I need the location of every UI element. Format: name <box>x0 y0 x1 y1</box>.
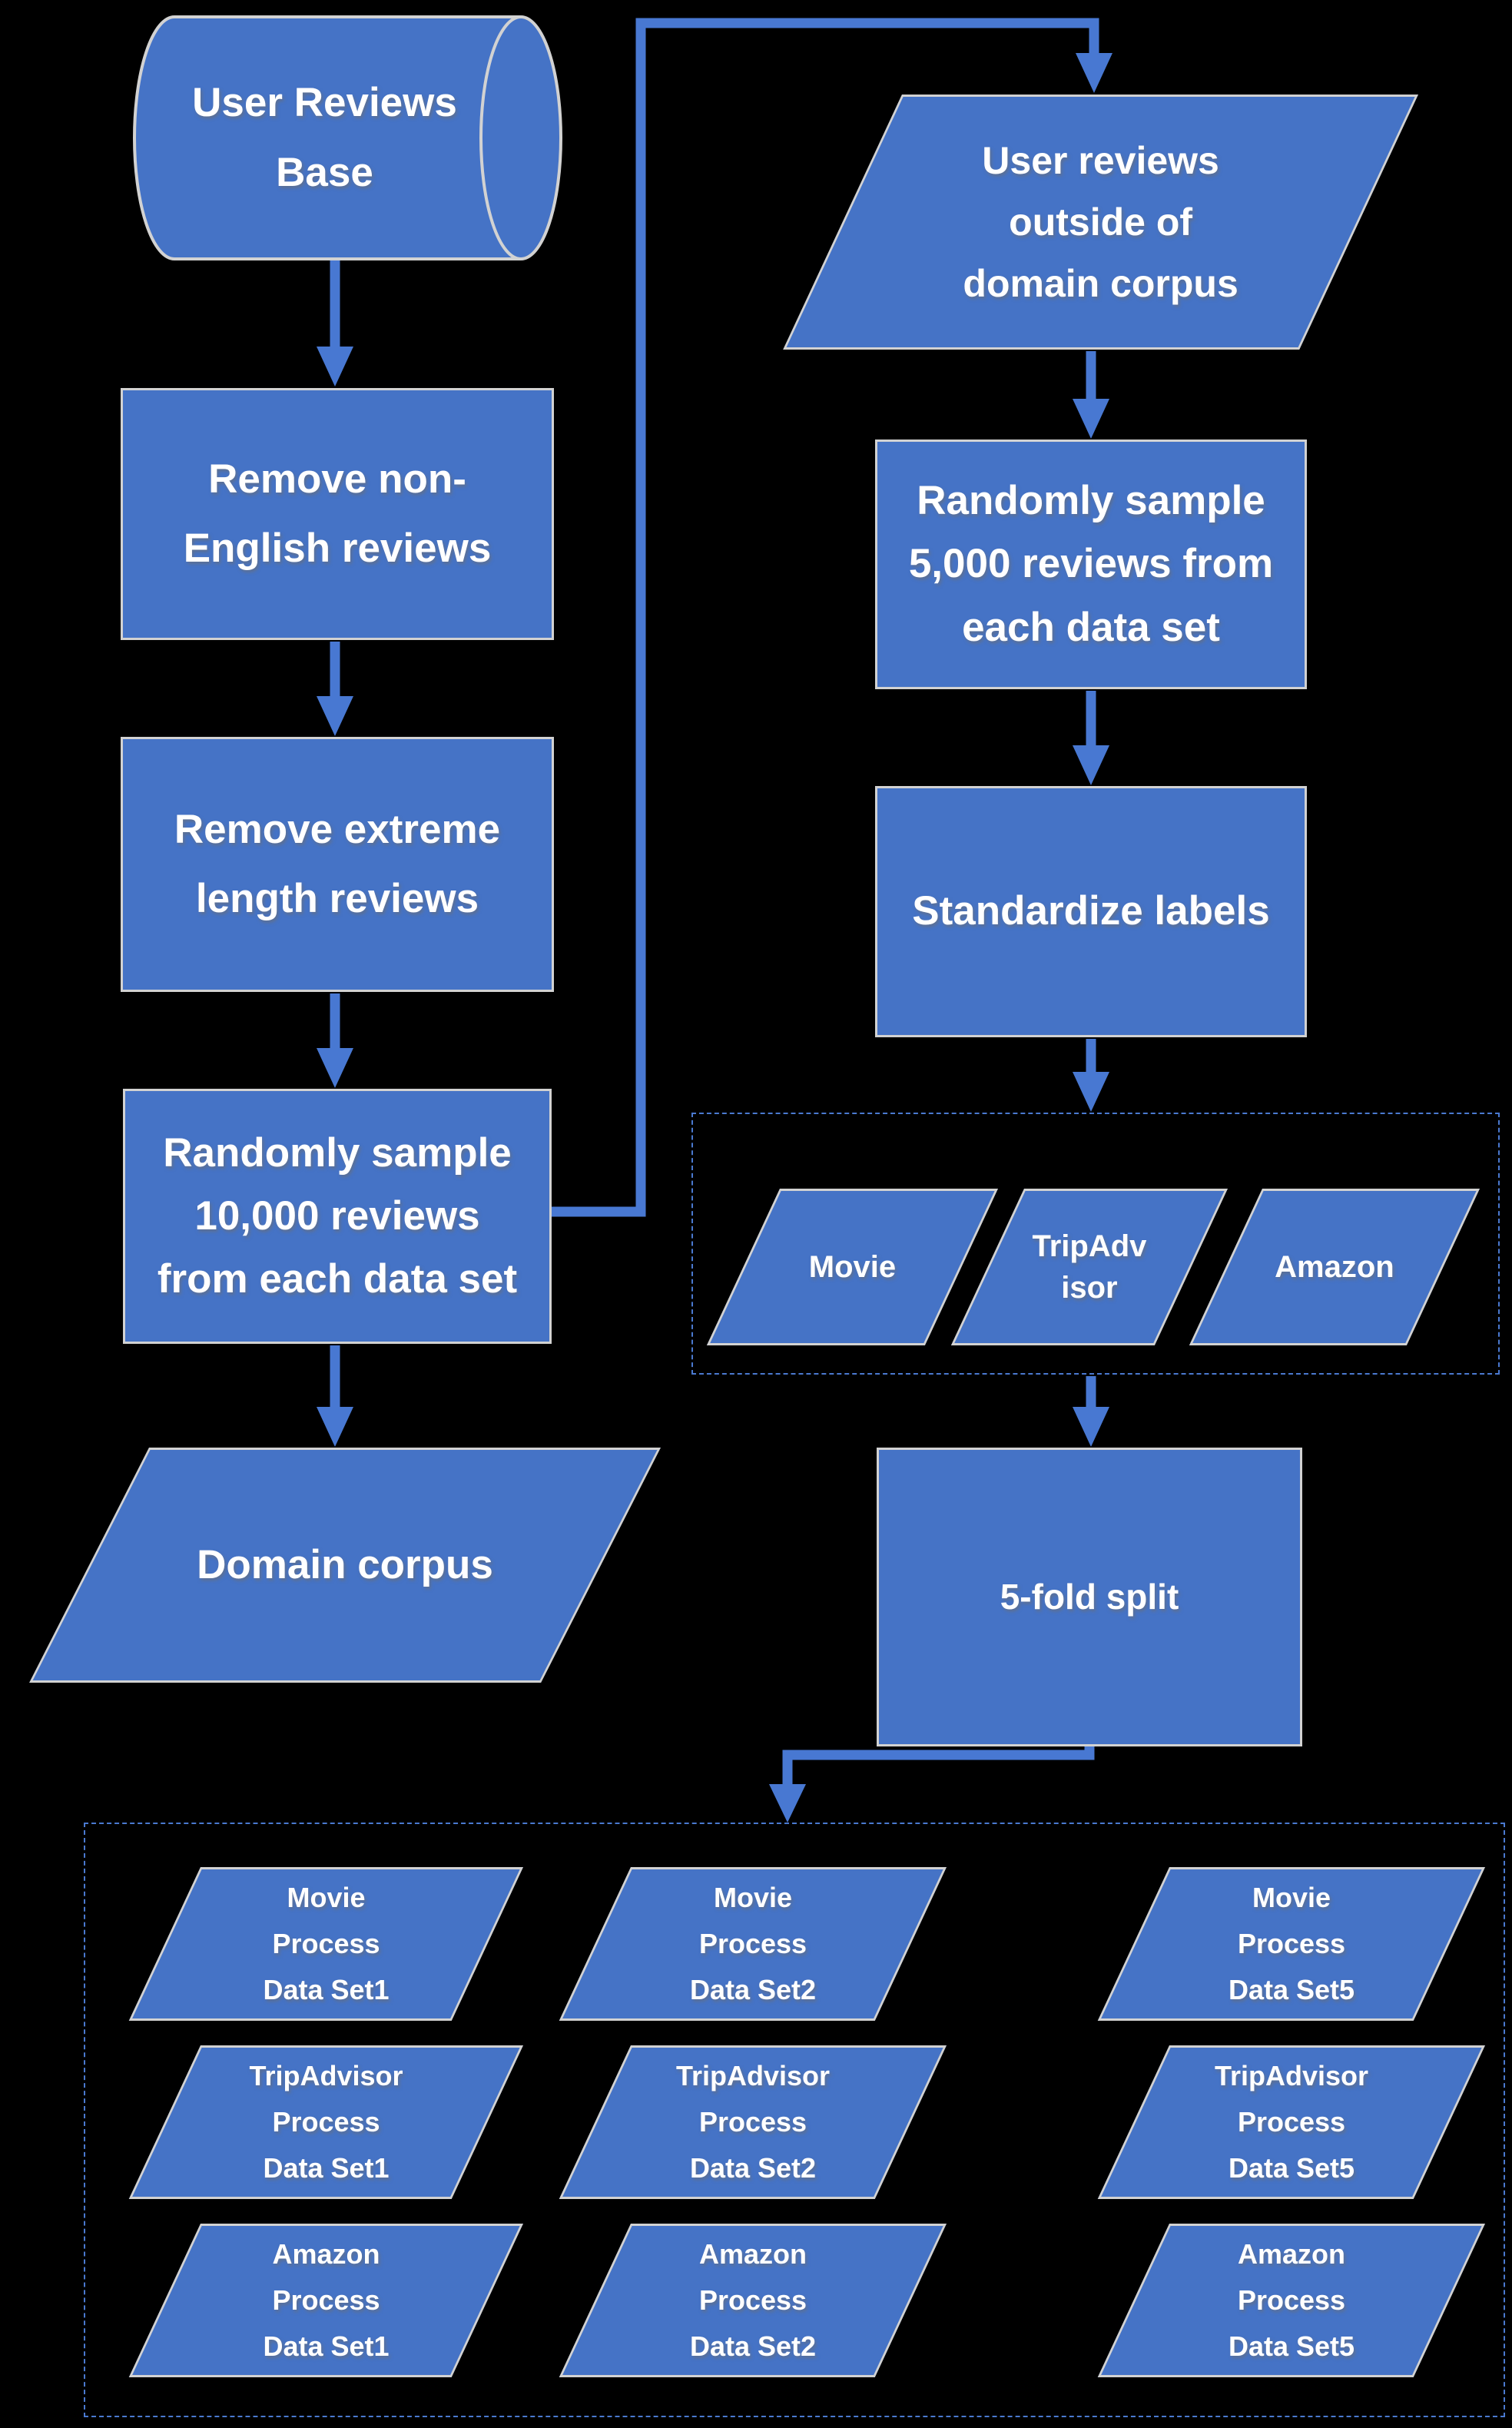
label-line: TripAdv <box>1032 1229 1147 1263</box>
label-line: Data Set1 <box>263 2330 390 2362</box>
node-amazon-set: Amazon <box>1189 1189 1480 1345</box>
label-line: Movie <box>1252 1882 1331 1914</box>
label-line: Process <box>272 2284 380 2317</box>
label-line: isor <box>1061 1271 1118 1305</box>
label-line: Movie <box>713 1882 792 1914</box>
label-line: Movie <box>287 1882 366 1914</box>
output-grid-container: Movie Process Data Set1 Movie Process Da… <box>84 1823 1505 2417</box>
label-line: Process <box>272 1928 380 1960</box>
node-movie-set: Movie <box>706 1189 998 1345</box>
node-movie-ds2: Movie Process Data Set2 <box>559 1867 947 2021</box>
label-line: Data Set2 <box>689 2151 816 2184</box>
mid-group-container: Movie TripAdv isor Amazon <box>691 1113 1500 1375</box>
label-line: Amazon <box>698 2238 807 2270</box>
label-line: Movie <box>808 1250 897 1284</box>
label-line: Data Set1 <box>263 1973 390 2005</box>
arrowhead-elbow-to-output-grid <box>769 1784 806 1823</box>
node-standardize-labels: Standardize labels <box>875 786 1307 1037</box>
node-five-fold-split: 5-fold split <box>877 1448 1302 1746</box>
label-line: Process <box>272 2106 380 2138</box>
label-line: User reviews <box>982 139 1219 182</box>
label-line: Process <box>1237 2106 1345 2138</box>
label-line: 5,000 reviews from <box>908 541 1274 587</box>
node-amazon-ds2: Amazon Process Data Set2 <box>559 2224 947 2377</box>
node-tripadvisor-ds1: TripAdvisor Process Data Set1 <box>128 2045 523 2199</box>
label-line: Remove extreme <box>174 806 501 852</box>
node-amazon-ds1: Amazon Process Data Set1 <box>128 2224 523 2377</box>
node-tripadvisor-ds5: TripAdvisor Process Data Set5 <box>1097 2045 1485 2199</box>
label-line: Amazon <box>1275 1250 1394 1284</box>
label-line: 5-fold split <box>1000 1577 1179 1617</box>
node-remove-extreme-length: Remove extreme length reviews <box>121 737 554 992</box>
label-line: domain corpus <box>963 262 1238 305</box>
node-tripadvisor-set: TripAdv isor <box>950 1189 1228 1345</box>
arrowhead-sample5000-to-standardize <box>1073 745 1109 785</box>
node-movie-ds5: Movie Process Data Set5 <box>1097 1867 1485 2021</box>
arrowhead-sample10000-to-domain-corpus <box>317 1407 353 1447</box>
label-line: each data set <box>962 604 1220 650</box>
label-line: Amazon <box>272 2238 380 2270</box>
arrowhead-cylinder-to-remove-non-english <box>317 347 353 386</box>
label-line: Data Set5 <box>1228 2151 1354 2184</box>
label-line: from each data set <box>157 1256 518 1302</box>
label-line: Standardize labels <box>912 888 1270 934</box>
label-line: TripAdvisor <box>675 2060 830 2092</box>
arrowhead-mid-group-to-five-fold <box>1073 1407 1109 1447</box>
label-line: Process <box>698 2284 807 2317</box>
arrowhead-outside-corpus-to-sample5000 <box>1073 399 1109 439</box>
label-line: Data Set2 <box>689 2330 816 2362</box>
label-line: Data Set5 <box>1228 1973 1354 2005</box>
label-line: Domain corpus <box>197 1541 493 1587</box>
label-line: Base <box>276 149 373 195</box>
label-line: length reviews <box>195 876 479 921</box>
node-movie-ds1: Movie Process Data Set1 <box>128 1867 523 2021</box>
label-line: User Reviews <box>192 80 457 126</box>
label-line: Process <box>1237 2284 1345 2317</box>
label-line: Process <box>698 2106 807 2138</box>
label-line: Remove non- <box>208 456 466 502</box>
label-line: 10,000 reviews <box>194 1192 480 1239</box>
elbow-five-fold-to-output-grid <box>782 1744 1095 1784</box>
arrowhead-remove-non-english-to-remove-extreme <box>317 696 353 736</box>
label-line: Randomly sample <box>163 1129 512 1176</box>
label-line: TripAdvisor <box>1214 2060 1368 2092</box>
label-line: Data Set1 <box>263 2151 390 2184</box>
label-line: TripAdvisor <box>249 2060 403 2092</box>
cylinder-shape <box>133 15 562 260</box>
cylinder-rim <box>479 15 522 260</box>
node-domain-corpus: Domain corpus <box>29 1448 662 1683</box>
label-line: English reviews <box>183 526 492 571</box>
node-amazon-ds5: Amazon Process Data Set5 <box>1097 2224 1485 2377</box>
node-tripadvisor-ds2: TripAdvisor Process Data Set2 <box>559 2045 947 2199</box>
node-user-reviews-base: User Reviews Base <box>131 14 564 262</box>
label-line: Amazon <box>1237 2238 1345 2270</box>
label-line: Data Set2 <box>689 1973 816 2005</box>
node-outside-domain-corpus: User reviews outside of domain corpus <box>783 95 1418 350</box>
node-sample-10000: Randomly sample 10,000 reviews from each… <box>123 1089 552 1344</box>
label-line: Process <box>1237 1928 1345 1960</box>
node-sample-5000: Randomly sample 5,000 reviews from each … <box>875 439 1307 689</box>
arrowhead-remove-extreme-to-sample10000 <box>317 1048 353 1088</box>
node-remove-non-english: Remove non- English reviews <box>121 388 554 640</box>
arrowhead-elbow-to-outside-corpus <box>1076 53 1112 93</box>
label-line: Process <box>698 1928 807 1960</box>
label-line: outside of <box>1009 201 1193 244</box>
label-line: Randomly sample <box>917 478 1265 524</box>
arrowhead-standardize-to-mid-group <box>1073 1072 1109 1112</box>
node-user-reviews-base-label: User Reviews Base <box>131 14 518 262</box>
label-line: Data Set5 <box>1228 2330 1354 2362</box>
